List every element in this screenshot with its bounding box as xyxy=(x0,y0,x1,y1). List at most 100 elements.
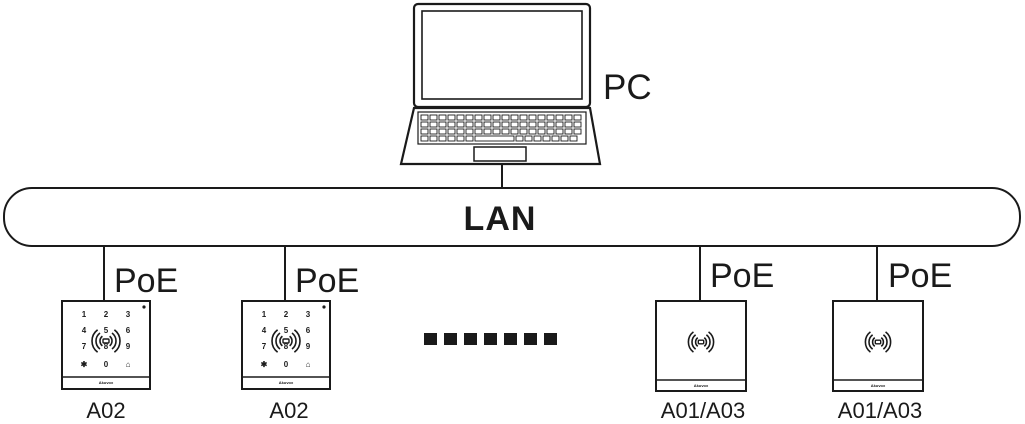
keyboard-key xyxy=(573,121,582,128)
keypad-key: 1 xyxy=(82,310,87,319)
keypad-key: 3 xyxy=(126,310,131,319)
keyboard-key xyxy=(537,128,546,135)
keyboard-key xyxy=(546,121,555,128)
keyboard-key xyxy=(420,114,429,121)
poe-label: PoE xyxy=(710,257,774,295)
keyboard-key xyxy=(528,114,537,121)
lan-bus xyxy=(3,187,1021,247)
keyboard-key xyxy=(501,121,510,128)
device-model-label: A02 xyxy=(269,398,308,423)
keypad-key: 0 xyxy=(104,360,109,369)
keyboard-key xyxy=(492,128,501,135)
keyboard-key xyxy=(519,114,528,121)
nfc-wave-icon xyxy=(95,332,101,350)
keyboard-key xyxy=(519,121,528,128)
device-a01-a03-1: PoE Akuvox A01/A03 xyxy=(655,246,774,423)
device-model-label: A02 xyxy=(86,398,125,423)
keyboard-key xyxy=(533,135,542,142)
keyboard-key xyxy=(474,121,483,128)
card-icon xyxy=(282,338,290,344)
device-model-label: A01/A03 xyxy=(838,398,922,423)
keypad-key: 2 xyxy=(104,310,109,319)
keyboard-key xyxy=(546,128,555,135)
keyboard-key xyxy=(510,114,519,121)
keyboard-key xyxy=(429,135,438,142)
nfc-wave-icon xyxy=(91,329,99,353)
keyboard-key xyxy=(555,114,564,121)
nfc-wave-icon xyxy=(279,335,283,347)
keyboard-key xyxy=(510,128,519,135)
keypad-key: 9 xyxy=(126,342,131,351)
keyboard-key xyxy=(429,121,438,128)
keyboard-key xyxy=(546,114,555,121)
keypad-key: 8 xyxy=(284,342,289,351)
keypad-key: 6 xyxy=(306,326,311,335)
keyboard-key xyxy=(573,114,582,121)
keyboard-key xyxy=(551,135,560,142)
keyboard-key xyxy=(456,135,465,142)
keyboard-key xyxy=(537,121,546,128)
keyboard-key xyxy=(564,128,573,135)
keyboard-key xyxy=(560,135,569,142)
keypad-key: 5 xyxy=(284,326,289,335)
keyboard-key xyxy=(555,128,564,135)
nfc-wave-icon xyxy=(880,337,885,347)
keypad-key: 4 xyxy=(82,326,87,335)
keyboard-key xyxy=(438,135,447,142)
keyboard-key xyxy=(524,135,533,142)
nfc-wave-icon xyxy=(113,329,121,353)
device-a01-a03-2: PoE Akuvox A01/A03 xyxy=(832,246,952,423)
nfc-wave-icon xyxy=(275,332,281,350)
keyboard-key xyxy=(573,128,582,135)
keyboard-key xyxy=(429,128,438,135)
nfc-wave-icon xyxy=(708,331,715,353)
laptop-icon xyxy=(399,2,602,166)
keyboard-key xyxy=(474,128,483,135)
nfc-wave-icon xyxy=(871,337,876,347)
keyboard-key xyxy=(528,121,537,128)
nfc-wave-icon xyxy=(864,331,871,353)
nfc-wave-icon xyxy=(271,329,279,353)
keypad-key: 4 xyxy=(262,326,267,335)
nfc-wave-icon xyxy=(99,335,103,347)
card-icon xyxy=(102,338,110,344)
nfc-wave-icon xyxy=(705,334,711,350)
keyboard-key xyxy=(569,135,578,142)
keyboard-key xyxy=(564,121,573,128)
keyboard-key xyxy=(483,114,492,121)
nfc-wave-icon xyxy=(111,332,117,350)
keyboard-key xyxy=(501,114,510,121)
keyboard-key xyxy=(420,135,429,142)
keyboard-key xyxy=(465,135,474,142)
keypad-key: 2 xyxy=(284,310,289,319)
keypad-key: 7 xyxy=(82,342,87,351)
nfc-wave-icon xyxy=(882,334,888,350)
keyboard-key xyxy=(456,128,465,135)
keyboard-key xyxy=(447,135,456,142)
nfc-wave-icon xyxy=(703,337,708,347)
keyboard-key xyxy=(519,128,528,135)
nfc-wave-icon xyxy=(885,331,892,353)
keyboard-key xyxy=(456,114,465,121)
nfc-wave-icon xyxy=(694,337,699,347)
card-icon xyxy=(874,339,882,345)
more-devices-dots xyxy=(424,333,557,345)
keyboard-key xyxy=(510,121,519,128)
keyboard-key xyxy=(429,114,438,121)
keypad-key: 7 xyxy=(262,342,267,351)
keyboard-key xyxy=(447,121,456,128)
keyboard-key xyxy=(528,128,537,135)
nfc-wave-icon xyxy=(289,335,293,347)
poe-label: PoE xyxy=(114,262,178,300)
card-reader-icon: Akuvox xyxy=(832,300,924,392)
brand-label: Akuvox xyxy=(99,380,114,385)
keypad-key: 1 xyxy=(262,310,267,319)
keypad-key: 8 xyxy=(104,342,109,351)
keyboard-key xyxy=(537,114,546,121)
keyboard-key xyxy=(492,114,501,121)
keypad-key: 9 xyxy=(306,342,311,351)
keypad-key: ⌂ xyxy=(126,360,131,369)
nfc-wave-icon xyxy=(691,334,697,350)
poe-label: PoE xyxy=(888,257,952,295)
